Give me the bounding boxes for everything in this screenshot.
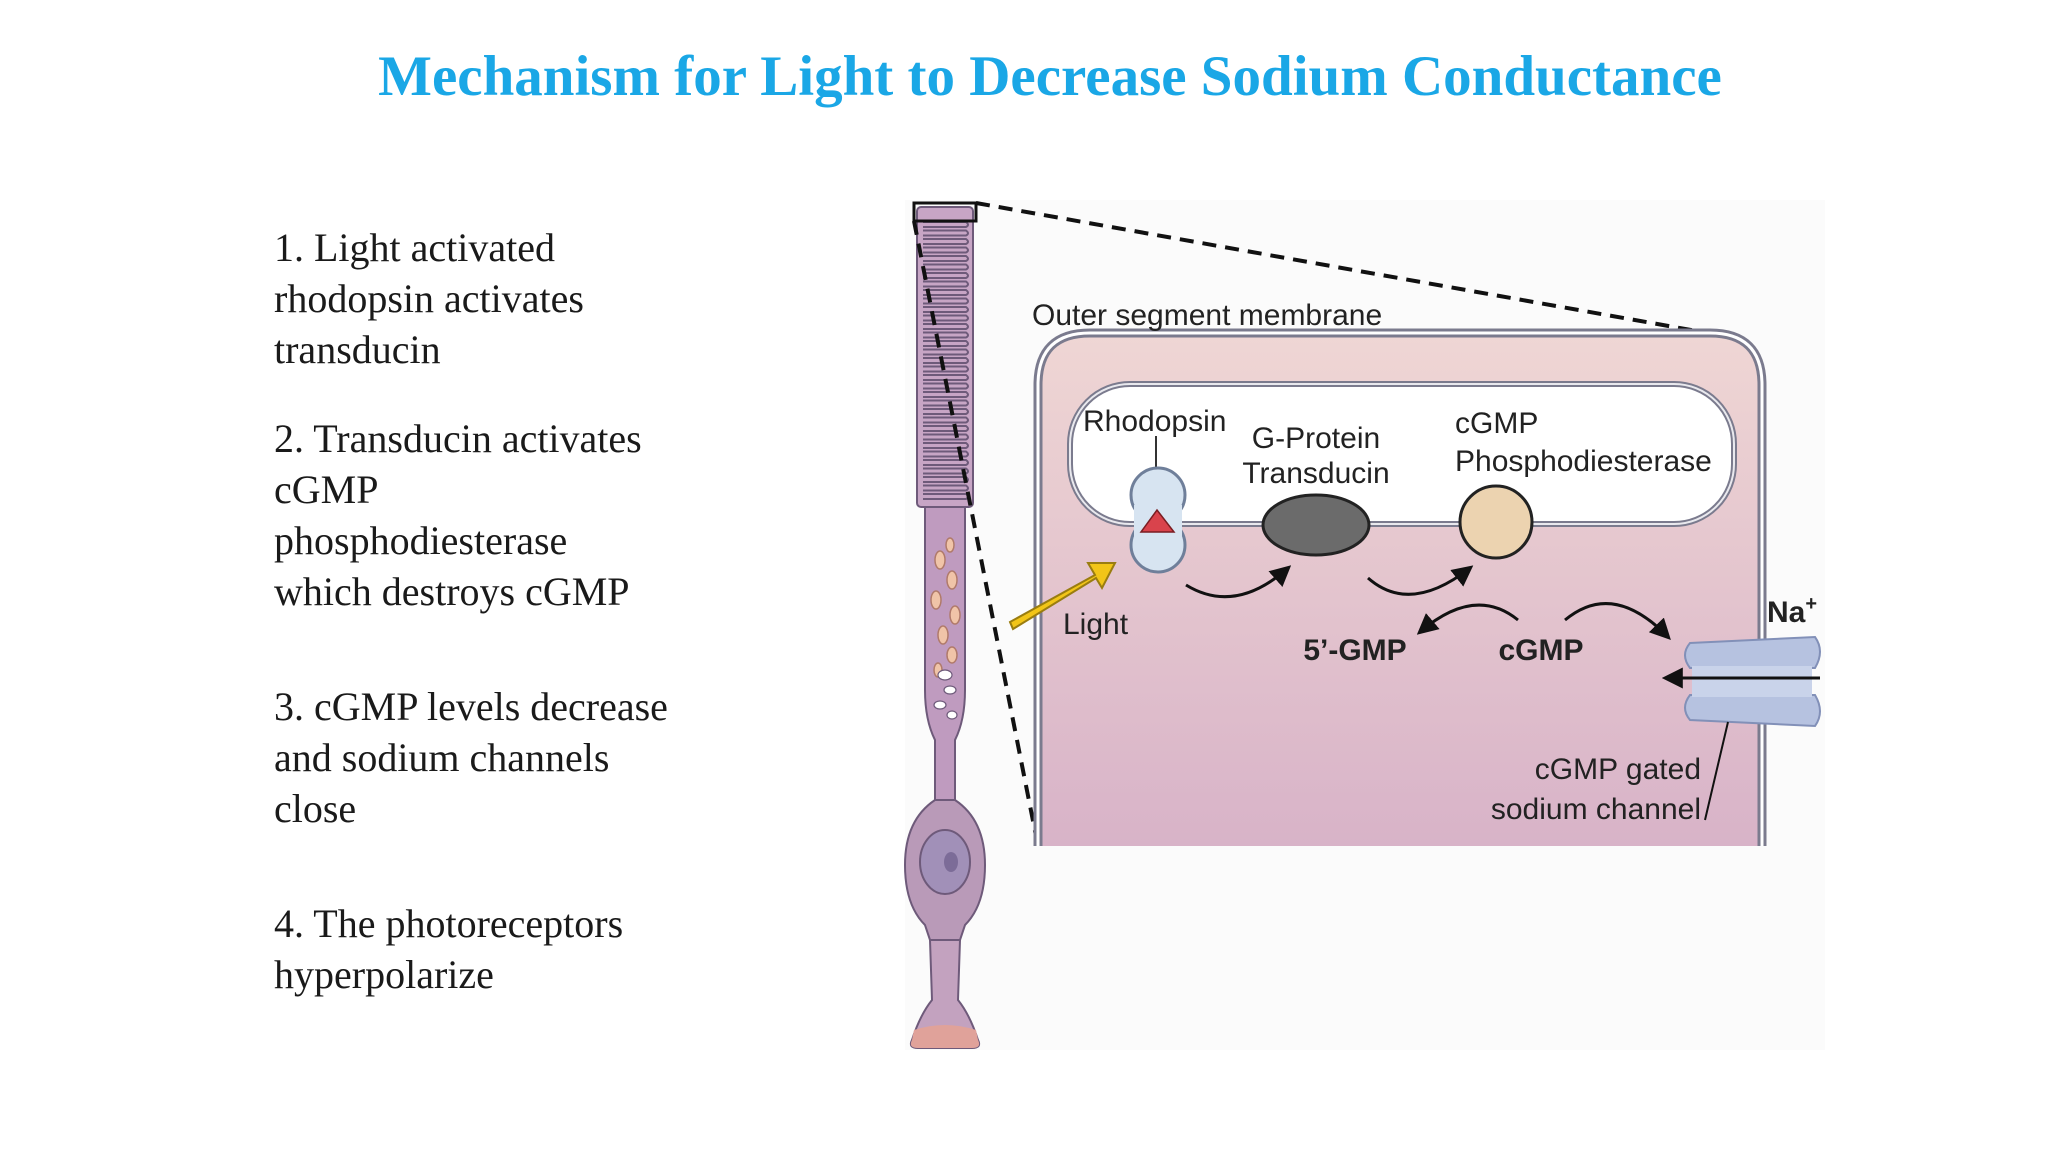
zoom-box xyxy=(912,201,978,223)
synaptic-terminal xyxy=(910,1025,980,1048)
rod-photoreceptor xyxy=(903,201,987,1049)
disc xyxy=(923,238,969,245)
light-arrow xyxy=(1008,562,1117,631)
disc xyxy=(923,391,969,398)
arrow-transducin-to-pde xyxy=(1367,565,1474,596)
step-2: 2. Transducin activates cGMP phosphodies… xyxy=(274,413,734,617)
disc xyxy=(923,280,969,288)
step-4-line-2: hyperpolarize xyxy=(274,952,494,997)
cgmp-label: cGMP xyxy=(1498,634,1583,667)
disc xyxy=(923,408,969,415)
disc xyxy=(923,306,969,313)
vesicles xyxy=(933,669,958,720)
channel-label-pointer xyxy=(1704,721,1729,821)
disc xyxy=(923,357,969,364)
step-4-line-1: 4. The photoreceptors xyxy=(274,901,624,946)
disc xyxy=(923,323,969,330)
light-label: Light xyxy=(1063,608,1129,641)
step-2-line-1: 2. Transducin activates xyxy=(274,416,642,461)
nucleolus xyxy=(944,852,958,872)
na-charge: + xyxy=(1805,593,1817,615)
gprotein-label-line-2: Transducin xyxy=(1242,457,1389,490)
step-1-line-3: transducin xyxy=(274,327,441,372)
retinal-triangle xyxy=(1139,508,1176,533)
arrow-cgmp-to-channel xyxy=(1564,602,1671,641)
disc xyxy=(923,331,969,339)
pde-label-line-1: cGMP xyxy=(1455,407,1538,440)
step-3-line-3: close xyxy=(274,786,357,831)
disc xyxy=(923,416,969,424)
channel-label-line-1: cGMP gated xyxy=(1535,753,1701,786)
disc-stack xyxy=(923,221,969,500)
disc xyxy=(923,229,969,237)
disc xyxy=(923,263,969,271)
membrane-label: Outer segment membrane xyxy=(1032,299,1382,332)
step-4: 4. The photoreceptors hyperpolarize xyxy=(274,898,734,1000)
cell-membrane-inner-line xyxy=(1036,331,1764,846)
disc xyxy=(923,374,969,381)
step-2-line-3: phosphodiesterase xyxy=(274,518,568,563)
arrow-cgmp-to-5gmp xyxy=(1416,603,1519,635)
pde-molecule xyxy=(1458,484,1534,560)
disc xyxy=(923,289,969,296)
disc xyxy=(923,365,969,373)
disc xyxy=(923,348,969,356)
disc xyxy=(923,450,969,458)
disc xyxy=(923,340,969,347)
step-1-line-2: rhodopsin activates xyxy=(274,276,584,321)
step-1: 1. Light activated rhodopsin activates t… xyxy=(274,222,734,375)
gmp5-label: 5’-GMP xyxy=(1303,634,1406,667)
step-3: 3. cGMP levels decrease and sodium chann… xyxy=(274,681,734,834)
transducin-molecule xyxy=(1261,493,1371,557)
disc xyxy=(923,272,969,279)
disc xyxy=(923,459,969,466)
disc xyxy=(923,382,969,390)
disc xyxy=(923,425,969,432)
mitochondria xyxy=(930,537,961,678)
channel-label-line-2: sodium channel xyxy=(1491,793,1701,826)
slide-title: Mechanism for Light to Decrease Sodium C… xyxy=(378,45,1722,108)
rhodopsin-molecule xyxy=(1129,436,1187,574)
pde-label-line-2: Phosphodiesterase xyxy=(1455,445,1712,478)
disc xyxy=(923,246,969,254)
rhodopsin-label: Rhodopsin xyxy=(1083,405,1226,438)
disc xyxy=(923,442,969,449)
gprotein-label-line-1: G-Protein xyxy=(1252,422,1380,455)
na-label: Na+ xyxy=(1767,593,1817,629)
step-1-line-1: 1. Light activated xyxy=(274,225,556,270)
step-3-line-2: and sodium channels xyxy=(274,735,610,780)
disc xyxy=(923,314,969,322)
disc xyxy=(923,399,969,407)
step-2-line-2: cGMP xyxy=(274,467,379,512)
disc xyxy=(923,297,969,305)
zoom-lines xyxy=(912,201,1709,847)
step-3-line-1: 3. cGMP levels decrease xyxy=(274,684,668,729)
disc-membrane-inner xyxy=(1069,383,1735,525)
disc xyxy=(923,255,969,262)
sodium-channel xyxy=(1661,635,1821,728)
outer-segment-detail: Outer segment membrane Rhodopsin G-Prote… xyxy=(1008,299,1821,846)
na-symbol: Na xyxy=(1767,596,1806,629)
disc xyxy=(923,484,969,492)
step-2-line-4: which destroys cGMP xyxy=(274,569,630,614)
arrow-rhodopsin-to-transducin xyxy=(1185,565,1292,599)
disc xyxy=(923,433,969,441)
